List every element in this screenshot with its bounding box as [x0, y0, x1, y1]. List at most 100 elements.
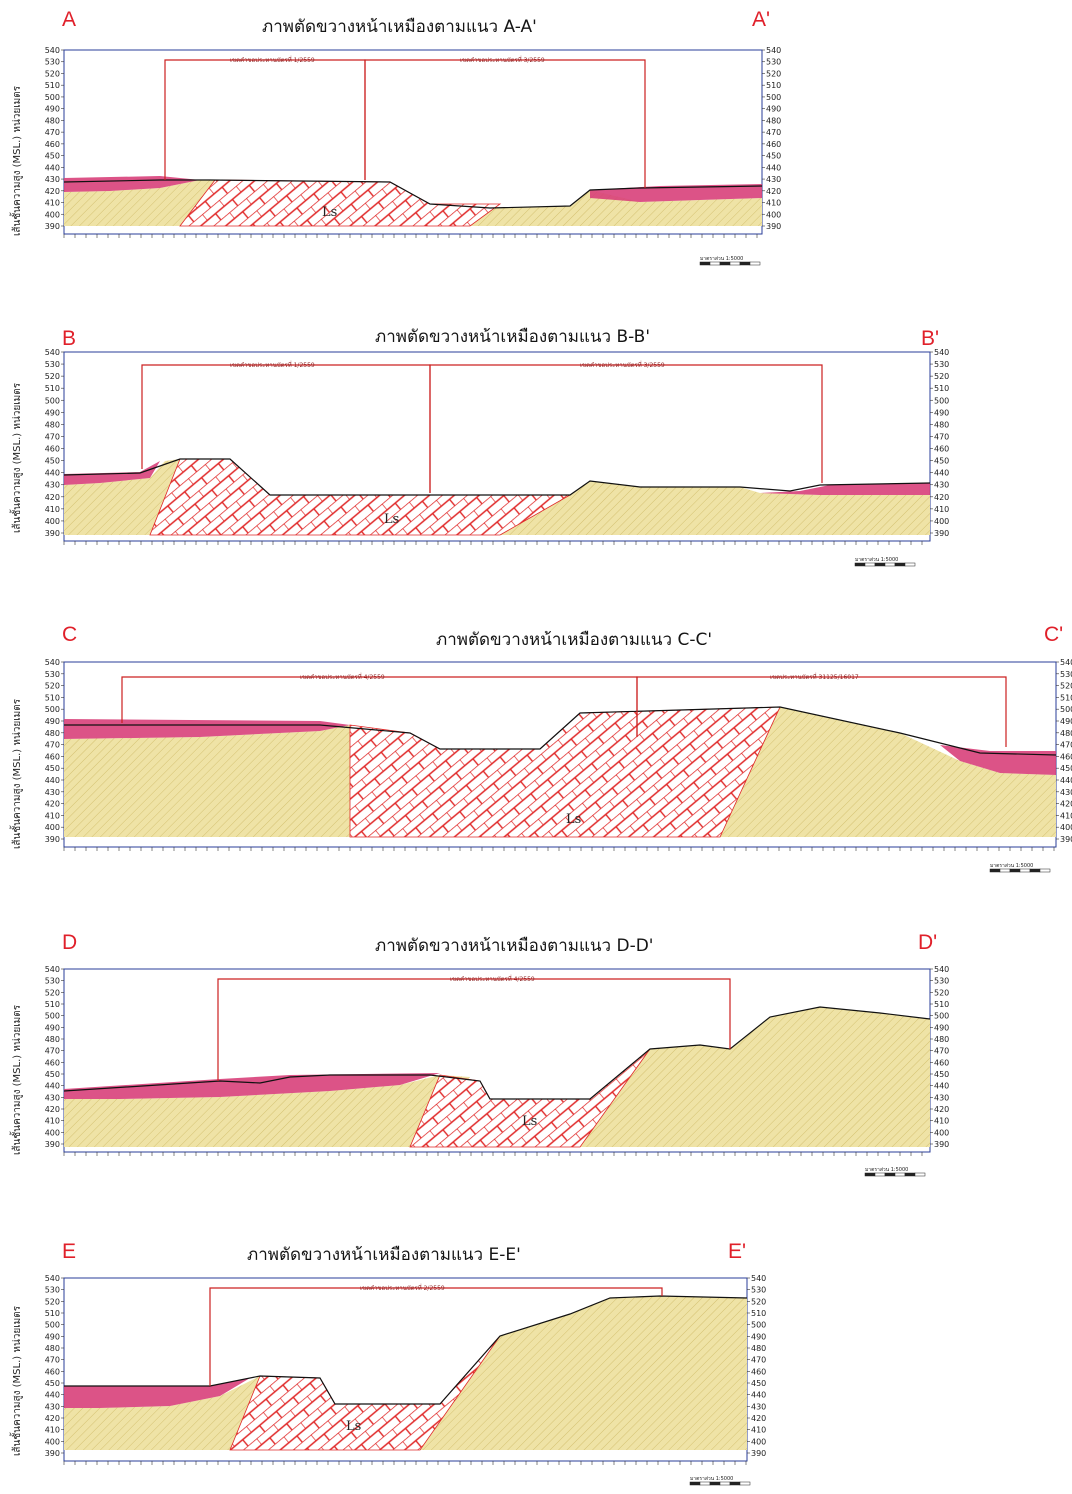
elevation-tick-label: 470: [934, 432, 949, 441]
elevation-tick-label: 400: [45, 823, 60, 832]
elevation-tick-label: 500: [45, 396, 60, 405]
elevation-tick-label: 530: [45, 670, 60, 679]
overburden-body: [64, 725, 410, 837]
elevation-tick-label: 480: [751, 1344, 766, 1353]
elevation-tick-label: 510: [45, 1000, 60, 1009]
scale-segment: [719, 1481, 731, 1486]
elevation-tick-label: 460: [45, 1367, 60, 1376]
concession-boundary-label: เขตคำขอประทานบัตรที่ 1/2559: [230, 361, 315, 369]
elevation-tick-label: 420: [45, 800, 60, 809]
elevation-tick-label: 430: [766, 175, 781, 184]
topsoil-layer: [940, 745, 1056, 775]
elevation-tick-label: 530: [934, 977, 949, 986]
elevation-tick-label: 400: [934, 1128, 949, 1137]
scale-segment: [894, 1172, 906, 1177]
scale-segment: [904, 562, 916, 567]
section-start-label: C: [62, 623, 78, 646]
elevation-tick-label: 440: [45, 469, 60, 478]
scale-label: มาตราส่วน 1:5000: [990, 863, 1033, 869]
scale-segment: [1039, 868, 1051, 873]
elevation-tick-label: 440: [934, 469, 949, 478]
elevation-tick-label: 520: [45, 372, 60, 381]
section-end-label: B': [921, 327, 940, 350]
section-start-label: A: [62, 8, 77, 31]
elevation-tick-label: 400: [45, 210, 60, 219]
elevation-tick-label: 410: [45, 505, 60, 514]
elevation-tick-label: 390: [1060, 835, 1072, 844]
overburden-body: [500, 481, 930, 535]
elevation-tick-label: 470: [45, 432, 60, 441]
ground-surface-line: [64, 1295, 748, 1405]
elevation-tick-label: 530: [766, 58, 781, 67]
elevation-tick-label: 420: [45, 187, 60, 196]
concession-boundary-label: เขตคำขอประทานบัตรที่ 2/2559: [360, 1284, 445, 1292]
scale-bar-icon: มาตราส่วน 1:5000: [854, 557, 916, 567]
elevation-tick-label: 460: [1060, 752, 1072, 761]
elevation-tick-label: 430: [751, 1402, 766, 1411]
elevation-tick-label: 460: [45, 140, 60, 149]
elevation-tick-label: 510: [45, 81, 60, 90]
elevation-tick-label: 430: [45, 1402, 60, 1411]
elevation-tick-label: 470: [45, 128, 60, 137]
elevation-tick-label: 470: [45, 741, 60, 750]
concession-boundary-label: เขตคำขอประทานบัตรที่ 3/2559: [580, 361, 665, 369]
elevation-tick-label: 460: [751, 1367, 766, 1376]
overburden-body: [720, 707, 1056, 837]
scale-segment: [874, 1172, 886, 1177]
elevation-tick-label: 510: [751, 1309, 766, 1318]
elevation-tick-label: 460: [934, 1058, 949, 1067]
concession-boundary-label: เขตคำขอประทานบัตรที่ 4/2559: [300, 673, 385, 681]
elevation-tick-label: 450: [45, 457, 60, 466]
overburden-body: [470, 190, 762, 226]
elevation-tick-label: 490: [1060, 717, 1072, 726]
scale-segment: [739, 1481, 751, 1486]
scale-segment: [719, 261, 731, 266]
topsoil-layer: [64, 1378, 250, 1408]
elevation-tick-label: 490: [45, 408, 60, 417]
scale-bar-icon: มาตราส่วน 1:5000: [699, 256, 761, 266]
elevation-tick-label: 440: [1060, 776, 1072, 785]
elevation-tick-label: 530: [45, 360, 60, 369]
elevation-tick-label: 410: [45, 1117, 60, 1126]
elevation-tick-label: 500: [751, 1321, 766, 1330]
elevation-tick-label: 460: [934, 445, 949, 454]
elevation-tick-label: 420: [766, 187, 781, 196]
elevation-tick-label: 450: [934, 457, 949, 466]
elevation-tick-label: 400: [45, 517, 60, 526]
elevation-tick-label: 390: [45, 1140, 60, 1149]
section-d: D ภาพตัดขวางหน้าเหมืองตามแนว D-D' D' เส้…: [0, 927, 1072, 1197]
elevation-tick-label: 530: [45, 977, 60, 986]
elevation-tick-label: 470: [45, 1356, 60, 1365]
elevation-tick-label: 440: [751, 1391, 766, 1400]
elevation-tick-label: 520: [934, 372, 949, 381]
elevation-tick-label: 430: [1060, 788, 1072, 797]
section-start-label: B: [62, 327, 77, 350]
overburden-body: [64, 1075, 470, 1147]
elevation-tick-label: 430: [934, 481, 949, 490]
elevation-tick-label: 440: [45, 776, 60, 785]
elevation-tick-label: 490: [751, 1332, 766, 1341]
topsoil-layer: [740, 483, 930, 495]
elevation-tick-label: 470: [934, 1047, 949, 1056]
elevation-tick-label: 540: [45, 965, 60, 974]
section-c: C ภาพตัดขวางหน้าเหมืองตามแนว C-C' C' เส้…: [0, 623, 1072, 893]
plot-frame: [63, 49, 763, 235]
scale-segment: [904, 1172, 916, 1177]
elevation-tick-label: 500: [766, 93, 781, 102]
elevation-tick-label: 520: [45, 988, 60, 997]
elevation-tick-label: 540: [45, 1274, 60, 1283]
concession-boundary-line: [209, 1287, 663, 1386]
elevation-tick-label: 520: [45, 682, 60, 691]
elevation-tick-label: 460: [45, 752, 60, 761]
scale-segment: [874, 562, 886, 567]
elevation-tick-label: 420: [45, 1105, 60, 1114]
elevation-tick-label: 430: [45, 1093, 60, 1102]
section-title: ภาพตัดขวางหน้าเหมืองตามแนว B-B': [375, 327, 651, 347]
elevation-tick-label: 410: [45, 199, 60, 208]
elevation-tick-label: 410: [766, 199, 781, 208]
elevation-tick-label: 390: [934, 529, 949, 538]
limestone-label: Ls: [346, 1419, 361, 1434]
elevation-tick-label: 400: [766, 210, 781, 219]
elevation-tick-label: 530: [45, 58, 60, 67]
